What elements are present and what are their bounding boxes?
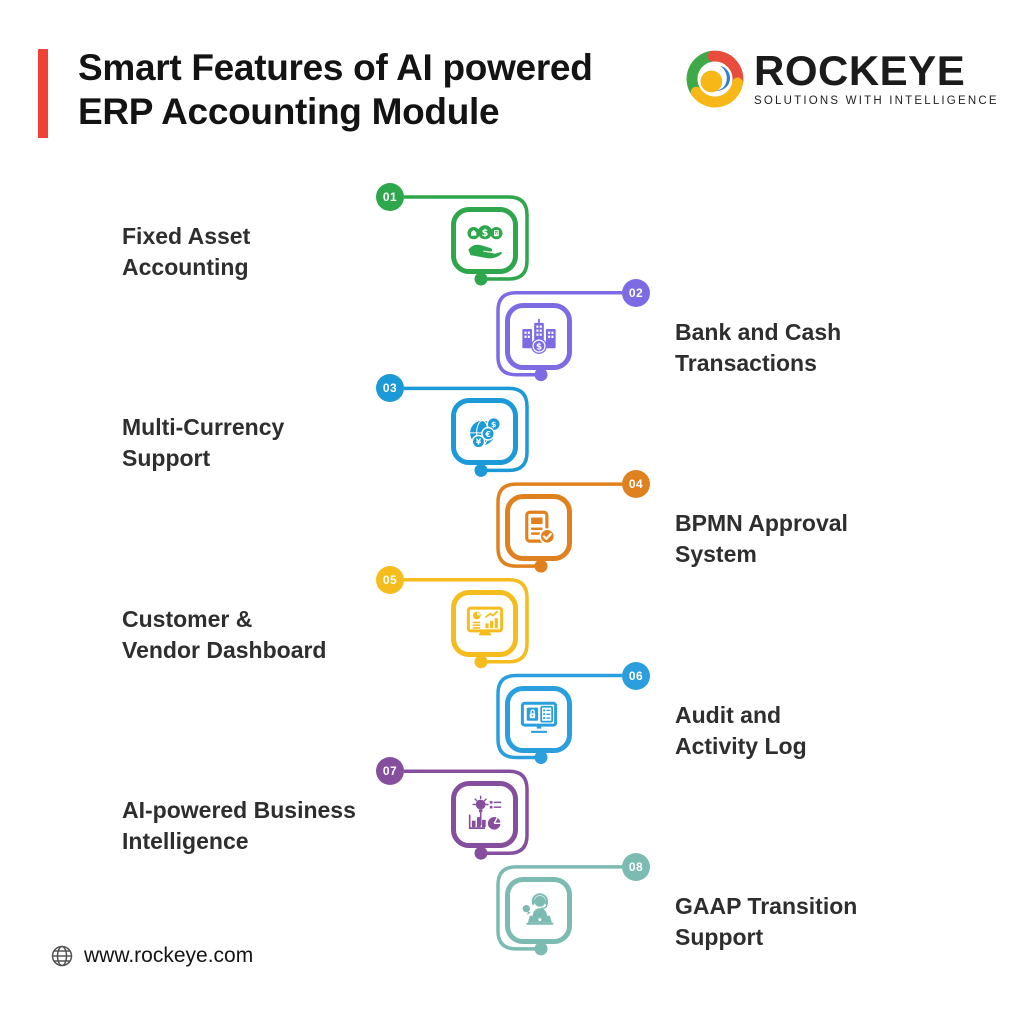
step-badge: 04 [622,470,650,499]
logo-text: ROCKEYE SOLUTIONS WITH INTELLIGENCE [754,47,999,108]
svg-text:¥: ¥ [475,438,481,447]
connector-end-dot [474,272,488,286]
feature-icon-tile: $ [505,302,572,370]
logo-tagline: SOLUTIONS WITH INTELLIGENCE [754,95,999,107]
connector-end-dot [534,751,548,764]
connector-line [496,482,622,568]
svg-text:$: $ [535,343,541,353]
feature-label: Bank and Cash Transactions [675,318,842,376]
feature-icon-tile [451,589,518,657]
document-check-icon [524,510,555,544]
feature-label: BPMN Approval System [675,510,848,568]
connector-line [496,290,622,377]
title-accent-bar [38,49,48,138]
feature-icon-tile [505,685,572,753]
page-title-line2: ERP Accounting Module [78,91,500,132]
feature-label: Customer & Vendor Dashboard [122,605,327,663]
feature-icon-tile [505,876,572,944]
step-badge: 08 [622,852,650,881]
logo-name: ROCKEYE [754,47,966,94]
page-title: Smart Features of AI powered ERP Account… [78,46,593,134]
bank-building-icon: $ [521,319,556,355]
connector-line [404,195,529,281]
step-badge: 05 [376,565,404,594]
logo: ROCKEYE SOLUTIONS WITH INTELLIGENCE [686,50,999,108]
connector-line [404,578,529,664]
feature-icon-tile [505,494,572,562]
connector-end-dot [534,368,548,382]
dashboard-monitor-icon [466,606,503,636]
feature-icon-tile [451,781,518,849]
step-badge: 01 [376,183,404,211]
connector-line [496,673,622,760]
feature-label: Audit and Activity Log [675,701,807,759]
feature-icon-tile: $ [451,207,518,274]
page-title-line1: Smart Features of AI powered [78,47,593,88]
asset-hand-icon: $ [467,224,502,258]
connector-line [404,386,529,473]
globe-icon [51,945,73,967]
logo-swirl-icon [686,50,744,108]
globe-currency-icon: $ € ¥ [469,416,501,449]
connector-end-dot [534,559,548,573]
footer: www.rockeye.com [50,944,253,968]
connector-end-dot [534,942,548,956]
support-agent-icon [522,893,553,926]
connector-end-dot [474,463,488,477]
step-badge: 02 [622,278,650,307]
connector-end-dot [474,655,488,669]
step-badge: 07 [376,757,404,786]
svg-text:€: € [484,430,490,439]
bi-insight-icon [468,795,501,830]
svg-text:$: $ [491,420,496,429]
connector-end-dot [474,846,488,860]
connector-line [404,769,529,855]
feature-label: Multi-Currency Support [122,414,285,472]
connector-line [496,865,622,951]
feature-label: Fixed Asset Accounting [122,223,251,280]
step-badge: 06 [622,661,650,690]
feature-icon-tile: $ € ¥ [451,398,518,466]
svg-text:$: $ [481,227,488,238]
step-badge: 03 [376,374,404,403]
feature-label: AI-powered Business Intelligence [122,797,356,855]
feature-label: GAAP Transition Support [675,892,858,950]
audit-monitor-icon [520,701,557,733]
website-url: www.rockeye.com [84,944,254,967]
